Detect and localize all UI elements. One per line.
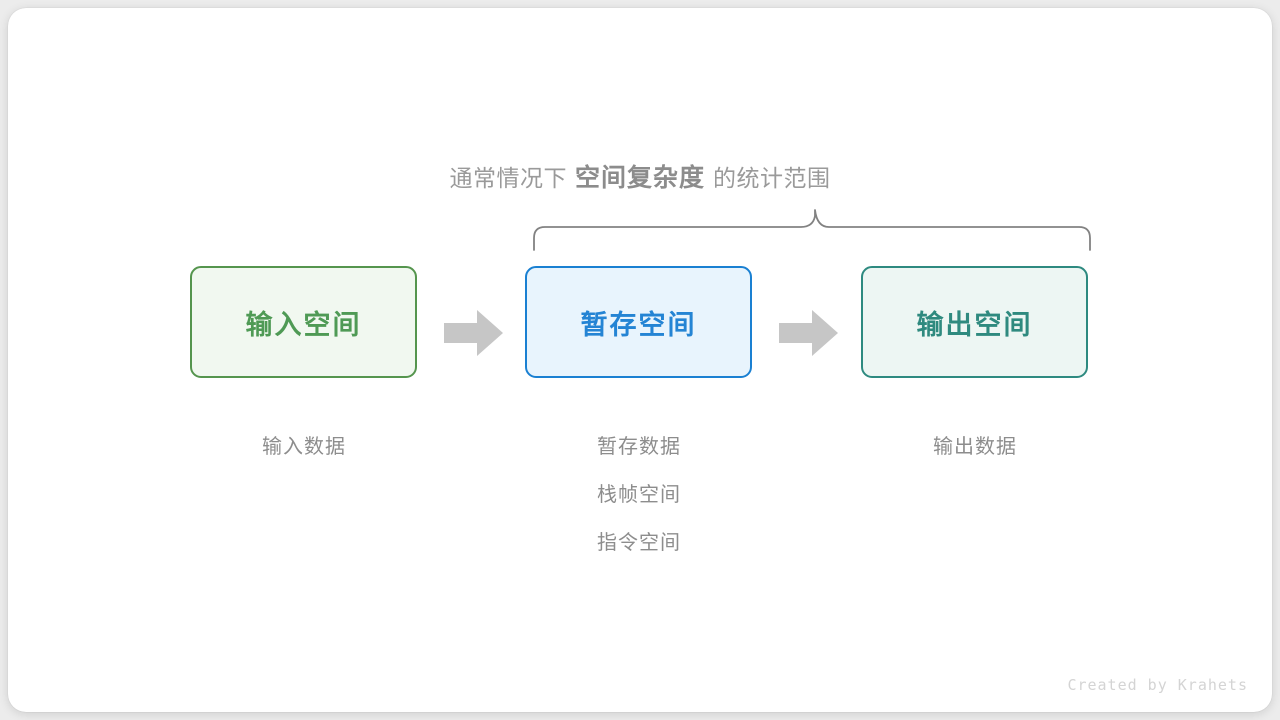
caption-output: 输出数据 — [855, 423, 1095, 471]
box-temp-space[interactable]: 暂存空间 — [525, 266, 752, 378]
caption-input-line-1: 输入数据 — [262, 436, 346, 458]
heading-suffix: 的统计范围 — [713, 165, 831, 191]
caption-temp: 暂存数据 栈帧空间 指令空间 — [519, 423, 759, 567]
diagram-heading: 通常情况下空间复杂度的统计范围 — [8, 158, 1272, 194]
box-input-space[interactable]: 输入空间 — [190, 266, 417, 378]
arrow-input-to-temp — [444, 308, 504, 363]
diagram-stage: 通常情况下空间复杂度的统计范围 输入空间 暂存空间 输出空间 输入数据 — [8, 8, 1272, 712]
arrow-right-icon — [444, 310, 503, 356]
heading-emphasis: 空间复杂度 — [574, 164, 705, 192]
caption-input: 输入数据 — [184, 423, 424, 471]
caption-temp-line-1: 暂存数据 — [597, 436, 681, 458]
caption-temp-line-2: 栈帧空间 — [597, 484, 681, 506]
diagram-card: 通常情况下空间复杂度的统计范围 输入空间 暂存空间 输出空间 输入数据 — [8, 8, 1272, 712]
arrow-right-icon — [779, 310, 838, 356]
caption-temp-line-3: 指令空间 — [597, 532, 681, 554]
credit-text: Created by Krahets — [1067, 676, 1248, 694]
brace-container — [518, 198, 1118, 273]
caption-output-line-1: 输出数据 — [933, 436, 1017, 458]
curly-brace-icon — [533, 209, 1091, 251]
arrow-temp-to-output — [779, 308, 839, 363]
box-output-space[interactable]: 输出空间 — [861, 266, 1088, 378]
heading-prefix: 通常情况下 — [449, 165, 567, 191]
